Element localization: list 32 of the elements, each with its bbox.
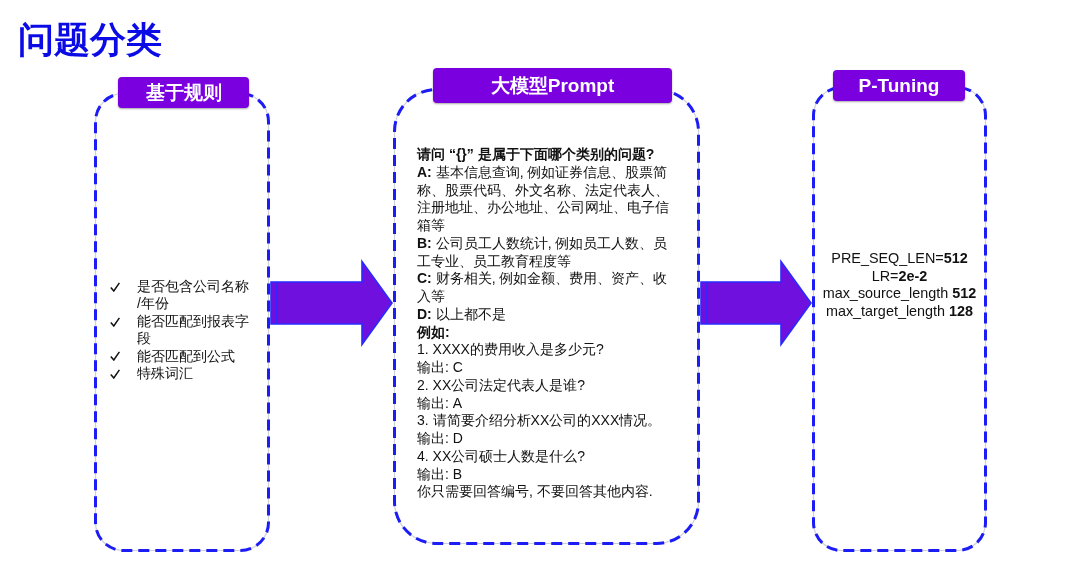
example-output: 输出: A [417, 394, 464, 413]
dashed-panel [393, 68, 700, 545]
list-item-text: 是否包含公司名称/年份 [137, 278, 250, 313]
example-question: 3. 请简要介绍分析XX公司的XXX情况。 [417, 412, 663, 430]
example-heading: 例如: [417, 323, 451, 342]
list-item-text: 特殊词汇 [137, 365, 194, 383]
block-arrow [270, 259, 393, 347]
page-title: 问题分类 [18, 19, 162, 61]
parameter-text: PRE_SEQ_LEN=512 [831, 250, 968, 266]
heading-tab: 大模型Prompt [433, 68, 672, 103]
parameter-text: max_source_length 512 [822, 285, 977, 302]
example-output: 输出: B [417, 465, 464, 484]
heading-tab: 基于规则 [118, 77, 249, 108]
block-arrow [700, 259, 812, 347]
dashed-panel [94, 77, 270, 552]
heading-tab: P-Tuning [833, 70, 965, 101]
category-option: D: 以上都不是 [417, 305, 673, 324]
category-option: C: 财务相关, 例如金额、费用、资产、收入等 [417, 270, 673, 306]
category-option: A: 基本信息查询, 例如证券信息、股票简称、股票代码、外文名称、法定代表人、注册地址、办公地址、公司网址、电子信箱等 [417, 163, 673, 235]
parameter-text: LR=2e-2 [871, 267, 928, 284]
example-output: 输出: C [417, 359, 464, 377]
list-item-text: 能否匹配到公式 [137, 347, 236, 366]
example-question: 2. XX公司法定代表人是谁? [417, 376, 587, 395]
prompt-instruction: 你只需要回答编号, 不要回答其他内容. [417, 483, 654, 501]
category-option: B: 公司员工人数统计, 例如员工人数、员工专业、员工教育程度等 [417, 234, 673, 271]
list-item-text: 能否匹配到报表字段 [137, 312, 250, 348]
example-question: 4. XX公司硕士人数是什么? [417, 447, 587, 466]
example-question: 1. XXXX的费用收入是多少元? [417, 341, 605, 359]
parameter-text: max_target_length 128 [825, 303, 974, 320]
dashed-panel [812, 70, 987, 552]
prompt-question: 请问 “{}” 是属于下面哪个类别的问题? [417, 146, 656, 164]
example-output: 输出: D [417, 430, 464, 448]
